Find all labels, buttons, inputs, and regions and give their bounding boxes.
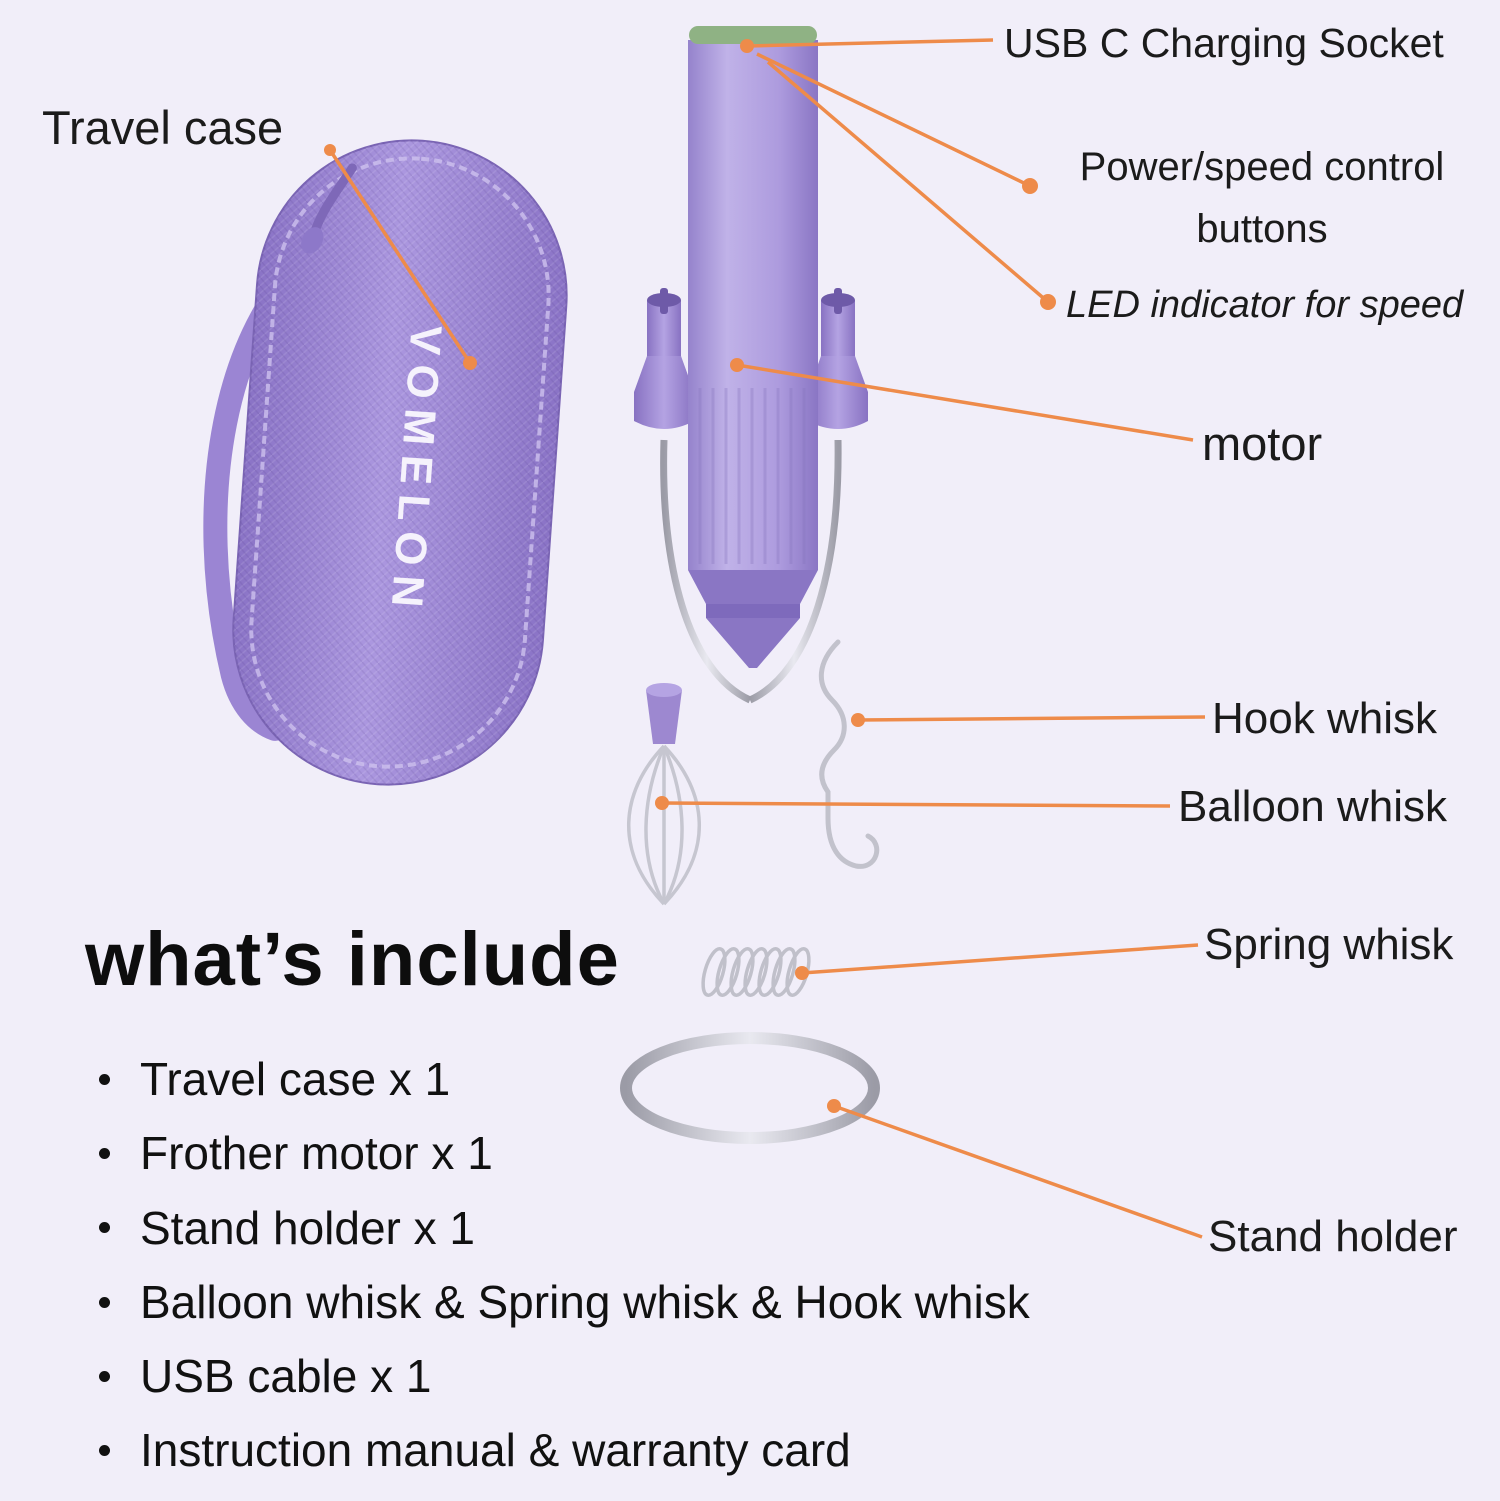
frother-neck [688, 570, 818, 604]
callout-spring-whisk-label: Spring whisk [1204, 920, 1454, 969]
leader-led-indicator [766, 60, 1056, 310]
callout-balloon-whisk-label: Balloon whisk [1178, 782, 1448, 831]
list-item: Frother motor x 1 [85, 1127, 1225, 1180]
callout-power-buttons-label: Power/speed control buttons [1056, 136, 1468, 260]
callout-travel-case-label: Travel case [42, 101, 284, 154]
leader-spring-whisk [795, 943, 1199, 980]
frother-neck-band [706, 604, 800, 618]
power-buttons-line-1: Power/speed control [1079, 145, 1445, 189]
whats-included-section: what’s include Travel case x 1 Frother m… [85, 916, 1225, 1501]
list-item: Travel case x 1 [85, 1055, 1225, 1103]
list-item-text: USB cable x 1 [140, 1350, 432, 1403]
leader-hook-whisk [851, 713, 1206, 727]
callout-usb-socket-label: USB C Charging Socket [1004, 20, 1444, 66]
list-item: Instruction manual & warranty card [85, 1424, 1225, 1477]
hook-whisk-illustration [818, 437, 880, 869]
case-zipper-tab [301, 227, 324, 254]
frother-cone [706, 618, 800, 668]
callout-stand-holder-label: Stand holder [1208, 1212, 1458, 1261]
travel-case-illustration: VOMELON [203, 139, 568, 786]
callout-hook-whisk-label: Hook whisk [1212, 694, 1437, 743]
list-item-text: Instruction manual & warranty card [140, 1424, 851, 1477]
leader-usb-socket [740, 38, 994, 53]
whats-included-heading: what’s include [85, 917, 620, 1002]
whisk-socket-right [808, 288, 868, 429]
leader-stand-holder [827, 1099, 1203, 1239]
case-zipper-seam [249, 156, 551, 769]
bullet-icon [99, 1445, 110, 1457]
frother-grip-ridges [698, 388, 806, 564]
frother-motor-body [688, 40, 818, 570]
leader-travel-case [324, 144, 477, 370]
bullet-icon [99, 1222, 110, 1234]
bullet-icon [99, 1296, 110, 1308]
list-item-text: Stand holder x 1 [140, 1201, 476, 1254]
callout-leader-lines [324, 38, 1206, 1239]
list-item: Balloon whisk & Spring whisk & Hook whis… [85, 1278, 1225, 1326]
whats-included-list: Travel case x 1 Frother motor x 1 Stand … [85, 1055, 1225, 1475]
callout-motor-label: motor [1202, 417, 1323, 470]
bullet-icon [99, 1073, 110, 1085]
frother-illustration [688, 26, 818, 668]
list-item-text: Travel case x 1 [140, 1053, 451, 1105]
leader-motor [730, 358, 1194, 442]
usb-c-charging-cap [689, 26, 817, 44]
balloon-whisk-illustration [627, 437, 701, 906]
list-item: USB cable x 1 [85, 1352, 1225, 1400]
leader-power-buttons [756, 52, 1038, 194]
list-item-text: Balloon whisk & Spring whisk & Hook whis… [140, 1275, 1030, 1328]
power-buttons-line-2: buttons [1196, 207, 1328, 251]
bullet-icon [99, 1370, 110, 1382]
whisk-socket-left [634, 288, 694, 429]
list-item-text: Frother motor x 1 [140, 1127, 493, 1180]
case-fabric-texture [233, 140, 567, 785]
list-item: Stand holder x 1 [85, 1201, 1225, 1254]
leader-balloon-whisk [655, 796, 1171, 810]
bullet-icon [99, 1147, 110, 1159]
callout-led-indicator-label: LED indicator for speed [1066, 284, 1464, 326]
